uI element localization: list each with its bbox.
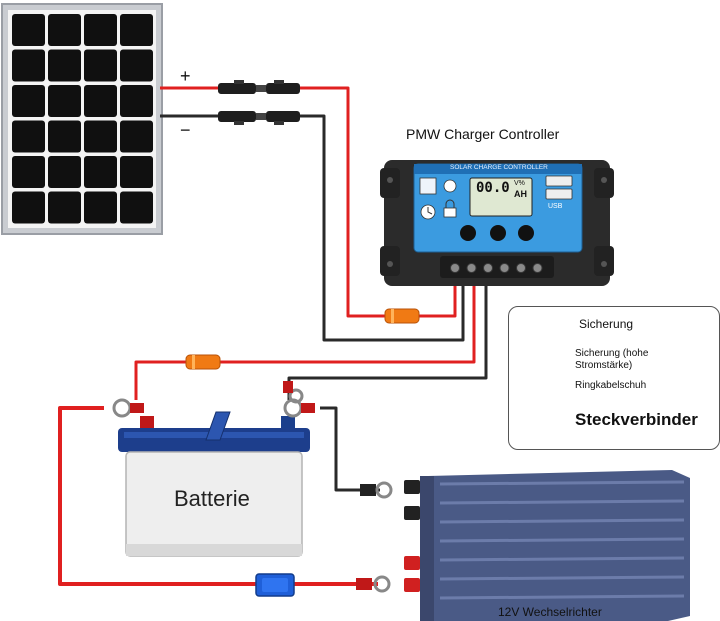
legend: Sicherung Sicherung (hohe Stromstärke) R… (508, 306, 720, 450)
lcd-units-top: V% (514, 180, 525, 187)
inverter-negative-ring-terminal (360, 481, 393, 499)
pv-negative-wire (300, 114, 465, 342)
solar-cell (12, 156, 45, 188)
inverter-fin (439, 518, 685, 524)
legend-item-connector: Steckverbinder (575, 410, 698, 429)
legend-item-ring-terminal: Ringkabelschuh (575, 380, 647, 391)
terminal-screw (466, 263, 477, 273)
solar-cell (12, 49, 45, 82)
lcd-value: 00.0 (476, 180, 510, 196)
battery-fuse-icon (185, 354, 221, 370)
solar-cell (84, 49, 117, 82)
battery-label: Batterie (174, 486, 250, 511)
solar-cell (84, 191, 117, 224)
settings-icon (443, 179, 457, 193)
usb-ports (545, 175, 573, 200)
solar-cell (120, 49, 153, 82)
up-button[interactable] (490, 225, 506, 241)
battery-positive-wire (134, 286, 476, 400)
wires (58, 86, 488, 586)
inverter-positive-wire (58, 406, 378, 586)
high-current-fuse-icon (255, 573, 295, 597)
charge-controller (380, 160, 614, 286)
battery (112, 381, 315, 557)
solar-cell (48, 85, 81, 117)
terminal-screw (532, 263, 543, 273)
pv-positive-wire (300, 86, 457, 318)
inverter-negative-wire (320, 406, 380, 492)
menu-button[interactable] (460, 225, 476, 241)
inverter-fin (439, 556, 685, 562)
solar-cell (48, 120, 81, 153)
terminal-screw (450, 263, 460, 273)
mode-icon (419, 177, 437, 195)
inverter-fin (439, 480, 685, 486)
solar-cell (84, 14, 117, 46)
lcd-units-bottom: AH (514, 189, 527, 199)
solar-cell (48, 156, 81, 188)
positive-sign: + (180, 66, 191, 86)
solar-cell (48, 191, 81, 224)
inverter-positive-ring-terminal (356, 575, 391, 593)
inverter (356, 470, 690, 621)
solar-cell (12, 120, 45, 153)
lock-icon (443, 199, 457, 218)
clock-icon (420, 204, 436, 220)
controller-title: PMW Charger Controller (406, 126, 560, 142)
controller-screen-title: SOLAR CHARGE CONTROLLER (450, 164, 548, 171)
solar-cell (12, 85, 45, 117)
inverter-label: 12V Wechselrichter (498, 605, 602, 619)
legend-item-fuse: Sicherung (579, 317, 634, 331)
terminal-screw (483, 263, 493, 273)
mc4-connector-negative (218, 111, 300, 125)
solar-cell (120, 120, 153, 153)
inverter-fin (439, 537, 685, 543)
inverter-fin (439, 499, 685, 505)
inverter-fin (439, 575, 685, 581)
controller-terminals (450, 263, 543, 273)
down-button[interactable] (518, 225, 534, 241)
solar-cell (84, 85, 117, 117)
terminal-screw (516, 263, 526, 273)
solar-cell (48, 14, 81, 46)
pv-fuse-icon (384, 308, 420, 324)
solar-panel (1, 3, 163, 235)
legend-item-high-current-fuse: Sicherung (hohe Stromstärke) (575, 348, 649, 371)
solar-cell (120, 85, 153, 117)
solar-cell (48, 49, 81, 82)
solar-cell (120, 14, 153, 46)
inverter-fin (439, 594, 685, 600)
solar-cell (84, 156, 117, 188)
terminal-screw (499, 263, 510, 273)
lcd-screen (469, 177, 533, 217)
solar-cell (12, 191, 45, 224)
negative-sign: − (180, 120, 191, 140)
solar-cell (12, 14, 45, 46)
battery-inverter-ring-terminal (283, 381, 304, 404)
solar-cell (84, 120, 117, 153)
solar-cell (120, 191, 153, 224)
usb-label: USB (548, 203, 563, 210)
solar-cell (120, 156, 153, 188)
mc4-connector-positive (218, 80, 300, 94)
battery-negative-ring-terminal (283, 398, 315, 418)
battery-positive-ring-terminal (112, 398, 144, 418)
